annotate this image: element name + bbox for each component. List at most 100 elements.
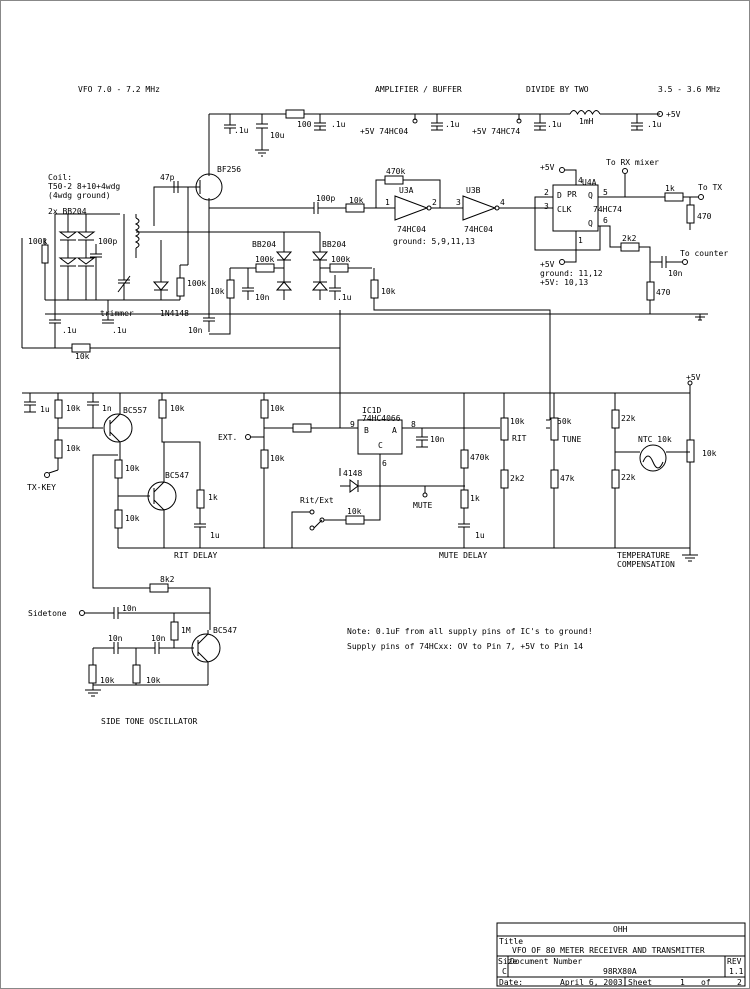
title-block: OHH Title VFO OF 80 METER RECEIVER AND T… [496,922,746,987]
sidetone-section: 8k2 Sidetone 10n 1M BC547 10n 10n 10k 10… [28,548,237,726]
divider-section: U4A 74HC74 D PR CLK Q Q 2 3 4 5 6 1 +5V … [534,158,728,314]
title-label: Title [499,937,523,946]
control-r10k-3-label: 10k [66,444,81,453]
control-d4148-label: 4148 [343,469,362,478]
bc557-label: BC557 [123,406,147,415]
ic1d-pin-a: A [392,426,397,435]
r22k-2-label: 22k [621,473,636,482]
r22k-1-label: 22k [621,414,636,423]
tune-label: TUNE [562,435,581,444]
u4a-pin1: 1 [578,236,583,245]
title-value: VFO OF 80 METER RECEIVER AND TRANSMITTER [512,946,705,955]
bc557-transistor [103,413,133,443]
control-r47k-label: 47k [560,474,575,483]
divide-heading: DIVIDE BY TWO [526,85,589,94]
c10n-2-label: 10n [108,634,123,643]
u4a-pin2: 2 [544,188,549,197]
vfo-section: Coil: T50-2 8+10+4wdg (4wdg ground) 2x B… [21,114,708,420]
coil-label-1: Coil: [48,173,72,182]
u4a-pin4: 4 [578,176,583,185]
c10n-3-label: 10n [151,634,166,643]
ic1d-pin6: 6 [382,459,387,468]
ic1d-pin-b: B [364,426,369,435]
date-value: April 6, 2003 [560,978,623,987]
control-r10k-2-label: 10k [170,404,185,413]
rit-label: RIT [512,434,527,443]
mute-label: MUTE [413,501,432,510]
inductor-1mh-label: 1mH [579,117,594,126]
u4a-pin-pr: PR [567,190,577,199]
divider-r470-a-label: 470 [697,212,712,221]
u4a-pin3: 3 [544,202,549,211]
u3b-pin3: 3 [456,198,461,207]
ic1d-pin-c: C [378,441,383,450]
bb204-a-label: BB204 [252,240,276,249]
size-label: Size [498,957,517,966]
vfo-range-heading: VFO 7.0 - 7.2 MHz [78,85,160,94]
u3b-ic-label: 74HC04 [464,225,493,234]
control-c1u-label: 1u [40,405,50,414]
bf256-label: BF256 [217,165,241,174]
bc547-label: BC547 [165,471,189,480]
r10k-a-label: 10k [210,287,225,296]
r1m-label: 1M [181,626,191,635]
u3a-pin1: 1 [385,198,390,207]
size-value: C [502,967,507,976]
r100k-varactor-label: 100k [28,237,47,246]
control-r470k-label: 470k [470,453,489,462]
control-r1k-2-label: 1k [470,494,480,503]
note-line-2: Supply pins of 74HCxx: OV to Pin 7, +5V … [347,642,583,651]
c1u-4-label: .1u [547,120,562,129]
amplifier-heading: AMPLIFIER / BUFFER [375,85,462,94]
rev-value: 1.1 [729,967,744,976]
u4a-label: U4A [582,178,597,187]
sheet-value: 1 [680,978,685,987]
control-plus5v-label: +5V [686,373,701,382]
docnum-value: 98RX80A [603,967,637,976]
u3b-pin4: 4 [500,198,505,207]
r10k-b-label: 10k [381,287,396,296]
buffer-r10k-label: 10k [349,196,364,205]
of-label: of [701,978,711,987]
buffer-section: 100p 10k 470k U3A 1 2 74HC04 U3B 3 4 74H… [209,167,553,246]
c10n-b-label: 10n [255,293,270,302]
control-c1u-3-label: 1u [475,531,485,540]
r100k-c-label: 100k [255,255,274,264]
u3a-inverter [394,195,429,221]
control-r10k-8-label: 10k [347,507,362,516]
c1u-1-label: .1u [234,126,249,135]
supply-74hc04-label: +5V 74HC04 [360,127,408,136]
ic1d-pin9: 9 [350,420,355,429]
c100p-label: 100p [98,237,117,246]
control-r10k-1-label: 10k [66,404,81,413]
r10k-ntc-label: 10k [702,449,717,458]
u3b-inverter [462,195,497,221]
buffer-c100p-label: 100p [316,194,335,203]
note-line-1: Note: 0.1uF from all supply pins of IC's… [347,627,593,636]
u3b-label: U3B [466,186,481,195]
u3a-ic-label: 74HC04 [397,225,426,234]
sidetone-bc547-transistor [191,633,221,663]
supply-rail: 1mH 100 +5V .1u 10u .1u +5V 74HC04 .1u +… [209,109,681,157]
r10k-bottom-label: 10k [75,352,90,361]
c1u-a-label: .1u [62,326,77,335]
plus5v-top-label: +5V [666,110,681,119]
u4a-pin6: 6 [603,216,608,225]
supply-74hc74-label: +5V 74HC74 [472,127,520,136]
temp-comp-heading-2: COMPENSATION [617,560,675,569]
u4a-ic-label: 74HC74 [593,205,622,214]
c47p-label: 47p [160,173,175,182]
r100k-d-label: 100k [331,255,350,264]
rev-label: REV [727,957,742,966]
buffer-r470k-label: 470k [386,167,405,176]
u4a-pin-qn: Q [588,219,593,228]
out-range-heading: 3.5 - 3.6 MHz [658,85,721,94]
divider-plus5v-bot: +5V [540,260,555,269]
ext-label: EXT. [218,433,237,442]
to-counter-label: To counter [680,249,728,258]
sheet-label: Sheet [628,978,652,987]
u4a-pin-d: D [557,191,562,200]
txkey-label: TX-KEY [27,483,56,492]
